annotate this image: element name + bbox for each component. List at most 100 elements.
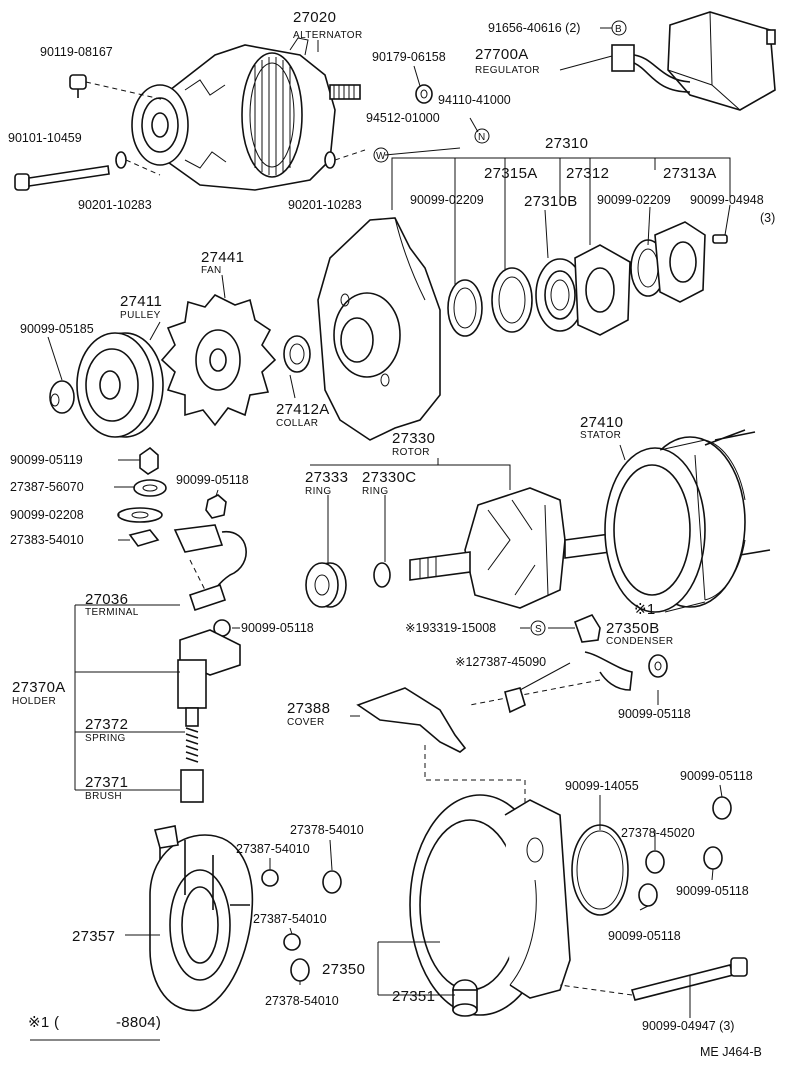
caption-spring: SPRING	[85, 733, 126, 744]
rectifier-drawing	[149, 825, 254, 1012]
label-27313A: 27313A	[663, 165, 717, 182]
label-27378-45020: 27378-45020	[621, 826, 695, 840]
label-94110-41000: 94110-41000	[438, 93, 511, 107]
label-90099-04948: 90099-04948	[690, 193, 764, 207]
label-90099-02208: 90099-02208	[10, 508, 84, 522]
caption-ring-1: RING	[305, 486, 332, 497]
mark-s: S	[535, 624, 542, 635]
label-90099-14055: 90099-14055	[565, 779, 639, 793]
label-90099-02209-a: 90099-02209	[410, 193, 484, 207]
label-90101-10459: 90101-10459	[8, 131, 82, 145]
label-193319-15008: ※193319-15008	[405, 621, 496, 635]
label-90201-10283-left: 90201-10283	[78, 198, 152, 212]
caption-regulator: REGULATOR	[475, 65, 540, 76]
through-bolt-drawing	[559, 957, 748, 1001]
label-27700A: 27700A	[475, 46, 529, 63]
label-90099-05118-c: 90099-05118	[618, 707, 691, 721]
bolt-90101-10459-drawing	[14, 151, 161, 191]
label-27350: 27350	[322, 961, 365, 978]
label-27387-54010-a: 27387-54010	[236, 842, 310, 856]
caption-condenser: CONDENSER	[606, 636, 674, 647]
caption-brush: BRUSH	[85, 791, 122, 802]
cover-drawing	[356, 687, 526, 830]
mark-b-circle	[611, 20, 627, 36]
condenser-drawing	[469, 614, 633, 706]
nut-90099-05185-drawing	[49, 380, 75, 414]
label-27371: 27371	[85, 774, 128, 791]
mark-b: B	[615, 24, 622, 35]
note-mark-1: ※1	[634, 601, 656, 618]
caption-collar: COLLAR	[276, 418, 318, 429]
label-27383-54010: 27383-54010	[10, 533, 84, 547]
label-90099-05185: 90099-05185	[20, 322, 94, 336]
bushing-drawing	[452, 979, 478, 1017]
label-27387-54010-b: 27387-54010	[253, 912, 327, 926]
part-labels: 27020 ALTERNATOR 90119-08167 91656-40616…	[8, 9, 775, 1059]
label-90201-10283-right: 90201-10283	[288, 198, 362, 212]
caption-holder: HOLDER	[12, 696, 56, 707]
rectifier-end-frame-drawing	[409, 794, 571, 1016]
mark-s-circle	[530, 620, 546, 636]
nut-94110-41000-drawing	[415, 84, 433, 104]
label-27330: 27330	[392, 430, 435, 447]
mark-n: N	[478, 132, 486, 143]
label-27333: 27333	[305, 469, 348, 486]
caption-terminal: TERMINAL	[85, 607, 139, 618]
caption-alternator: ALTERNATOR	[293, 30, 363, 41]
label-27378-54010-b: 27378-54010	[265, 994, 339, 1008]
label-qty-3-a: (3)	[760, 211, 775, 225]
bolt-90119-08167-drawing	[69, 74, 166, 101]
collar-drawing	[283, 335, 311, 373]
footnote-date-range: -8804)	[116, 1014, 161, 1031]
label-27378-54010-a: 27378-54010	[290, 823, 364, 837]
label-27020: 27020	[293, 9, 336, 26]
regulator-drawing	[611, 11, 776, 111]
bracket-127387-45090-drawing	[504, 687, 526, 714]
label-27441: 27441	[201, 249, 244, 266]
drive-end-frame-drawing	[317, 217, 441, 441]
label-27330C: 27330C	[362, 469, 416, 486]
label-27388: 27388	[287, 700, 330, 717]
rectifier-hardware-drawing	[117, 446, 227, 547]
label-127387-45090: ※127387-45090	[455, 655, 546, 669]
label-27350B: 27350B	[606, 620, 660, 637]
label-90179-06158: 90179-06158	[372, 50, 446, 64]
caption-stator: STATOR	[580, 430, 621, 441]
label-90099-05119: 90099-05119	[10, 453, 83, 467]
caption-pulley: PULLEY	[120, 310, 161, 321]
caption-fan: FAN	[201, 265, 222, 276]
label-27036: 27036	[85, 591, 128, 608]
label-90099-05118-b: 90099-05118	[241, 621, 314, 635]
alternator-assembly-drawing	[131, 37, 361, 191]
label-27312: 27312	[566, 165, 609, 182]
label-27410: 27410	[580, 414, 623, 431]
brush-holder-drawing	[173, 524, 247, 803]
washer-90201-10283-drawing	[324, 149, 366, 169]
label-91656-40616: 91656-40616 (2)	[488, 21, 580, 35]
label-27315A: 27315A	[484, 165, 538, 182]
label-90119-08167: 90119-08167	[40, 45, 113, 59]
bearing-stack-drawing	[447, 221, 728, 337]
mark-n-circle	[474, 128, 490, 144]
nut-90099-05118-drawing	[648, 654, 668, 678]
label-90099-04947: 90099-04947 (3)	[642, 1019, 734, 1033]
label-27372: 27372	[85, 716, 128, 733]
insulators-drawing	[261, 869, 342, 982]
label-27357: 27357	[72, 928, 115, 945]
label-27370A: 27370A	[12, 679, 66, 696]
mark-w-circle	[373, 147, 389, 163]
label-90099-05118-d: 90099-05118	[680, 769, 753, 783]
caption-rotor: ROTOR	[392, 447, 430, 458]
pulley-drawing	[76, 332, 164, 438]
stator-drawing	[604, 429, 771, 613]
leader-lines	[30, 27, 731, 1041]
label-90099-05118-f: 90099-05118	[608, 929, 681, 943]
mark-w: W	[376, 151, 386, 162]
label-94512-01000: 94512-01000	[366, 111, 440, 125]
label-27387-56070: 27387-56070	[10, 480, 84, 494]
label-27351: 27351	[392, 988, 435, 1005]
diagram-reference: ME J464-B	[700, 1045, 762, 1059]
o-ring-drawing	[571, 824, 629, 916]
